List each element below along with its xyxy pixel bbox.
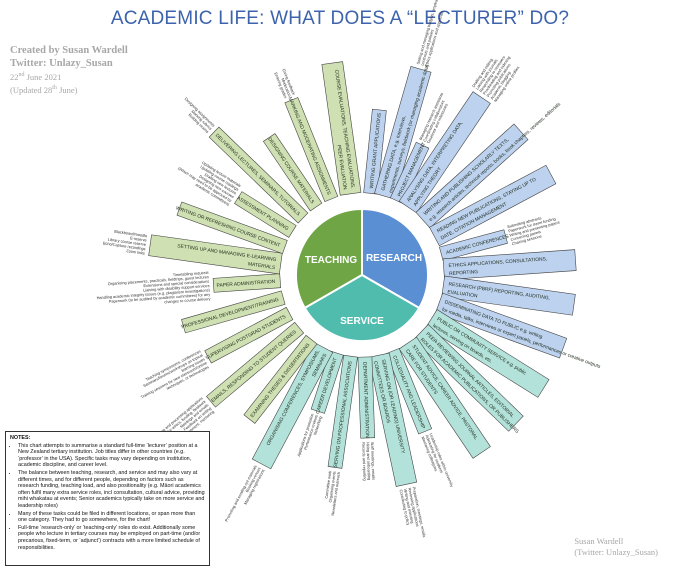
spoke-box [234, 191, 297, 238]
credit-updated: (Updated 28th June) [10, 84, 78, 95]
spoke-box [385, 347, 433, 435]
center-pie: TEACHING RESEARCH SERVICE [294, 207, 430, 342]
credit-twitter: Twitter: Unlazy_Susan [10, 58, 113, 69]
spoke-details: Timetabling requestsOrganising placement… [95, 270, 211, 309]
spoke-box [327, 354, 358, 469]
spoke-box [148, 234, 283, 275]
notes-item: The balance between teaching, research, … [18, 470, 205, 510]
signature-name: Susan Wardell [574, 536, 624, 546]
spoke-box [415, 123, 529, 229]
research-wedge [361, 207, 430, 310]
spoke-box [204, 306, 294, 364]
page-title: ACADEMIC LIFE: WHAT DOES A “LECTURER” DO… [110, 8, 570, 29]
spoke-box [321, 61, 362, 196]
spoke-details: Leadership roles within universityAdvoca… [420, 432, 454, 490]
research-label: RESEARCH [366, 253, 422, 264]
spoke-details: Applications for promotionPerformance re… [296, 413, 323, 460]
notes-box: NOTES: This chart attempts to summarise … [5, 431, 210, 566]
spoke-details: Submitting abstractsPaperwork for travel… [507, 211, 563, 246]
service-label: SERVICE [340, 316, 384, 327]
teaching-wedge [294, 207, 363, 310]
spoke-box [212, 273, 282, 293]
spoke-box [310, 350, 344, 414]
spoke-teaching: PAPER ADMINISTRATION Timetabling requests… [95, 270, 282, 309]
spoke-details: Staff meetings, emailsHiring and onboard… [361, 442, 376, 481]
spoke-details: Blackboard/moodleE-reserveLibrary course… [102, 227, 148, 255]
spoke-box [262, 133, 323, 212]
spoke-box [368, 352, 418, 487]
spoke-box [413, 324, 524, 432]
spoke-box [435, 292, 568, 359]
spoke-box [398, 336, 491, 459]
spoke-box [357, 356, 376, 439]
spoke-details: Committee workOrganising eventsNewslette… [321, 470, 341, 516]
spoke-details: Promoting and sending out materialsBooki… [224, 464, 266, 526]
spoke-box [441, 275, 576, 316]
spoke-box [284, 97, 339, 203]
notes-item: Many of these tasks could be filed in di… [18, 511, 205, 524]
spoke-details: Teaching symposiums, conferencesSeminars… [134, 349, 210, 404]
spoke-details: Setting and managing budgets, employeeco… [415, 0, 448, 67]
author-credit: Created by Susan Wardell Twitter: Unlazy… [10, 44, 128, 96]
spoke-box [176, 201, 288, 254]
spoke-label: PAPER ADMINISTRATION [216, 279, 276, 289]
spoke-box [181, 290, 286, 334]
spoke-label: DEPARTMENT ADMINISTRATION [361, 362, 370, 438]
notes-item: Full-time ‘research-only’ or ‘teaching-o… [18, 525, 205, 551]
spoke-details: Giving feedbackModerationEntering grades [273, 68, 296, 99]
spoke-box [442, 249, 577, 281]
signature: Susan Wardell (Twitter: Unlazy_Susan) [574, 536, 658, 558]
spoke-details: Preparation, meetings, emailsReviewing a… [399, 486, 428, 540]
spoke-box [208, 126, 309, 224]
spoke-research: ETHICS APPLICATIONS, CONSULTATIONS,REPOR… [442, 249, 577, 281]
spoke-box [439, 229, 508, 261]
spoke-box [251, 342, 334, 470]
spoke-box [243, 334, 318, 424]
spoke-service: DEPARTMENT ADMINISTRATION Staff meetings,… [357, 356, 376, 481]
spoke-details: Drafting and editingLiaising with journa… [471, 48, 522, 103]
spoke-research: WRITING GRANT APPLICATIONS [363, 108, 387, 195]
service-wedge [303, 273, 421, 342]
credit-author: Created by Susan Wardell [10, 45, 128, 56]
notes-heading: NOTES: [10, 435, 31, 441]
notes-item: This chart attempts to summarise a stand… [18, 443, 205, 469]
notes-list: This chart attempts to summarise a stand… [10, 443, 205, 552]
spoke-box [429, 164, 557, 247]
spoke-box [363, 108, 387, 195]
spoke-box [374, 66, 432, 200]
teaching-label: TEACHING [305, 255, 357, 266]
spoke-box [398, 91, 491, 214]
spoke-box [425, 309, 550, 398]
credit-date: 22nd June 2021 [10, 71, 62, 82]
spoke-teaching: SETTING UP AND MANAGING E-LEARNINGMATERI… [102, 227, 283, 275]
signature-twitter: (Twitter: Unlazy_Susan) [574, 547, 658, 557]
spoke-details: Designing assignmentsMarking rubricsBuil… [178, 96, 217, 134]
spoke-box [206, 321, 305, 408]
